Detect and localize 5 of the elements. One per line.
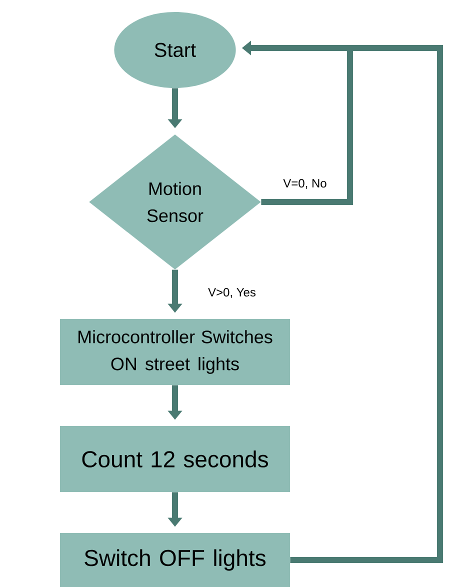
process-box: Microcontroller Switches ON street lights [60,319,290,385]
process-box: Count 12 seconds [60,426,290,492]
edge-label: V=0, No [282,178,328,190]
edge-label: V>0, Yes [207,287,257,299]
process-box: Switch OFF lights [60,533,290,587]
